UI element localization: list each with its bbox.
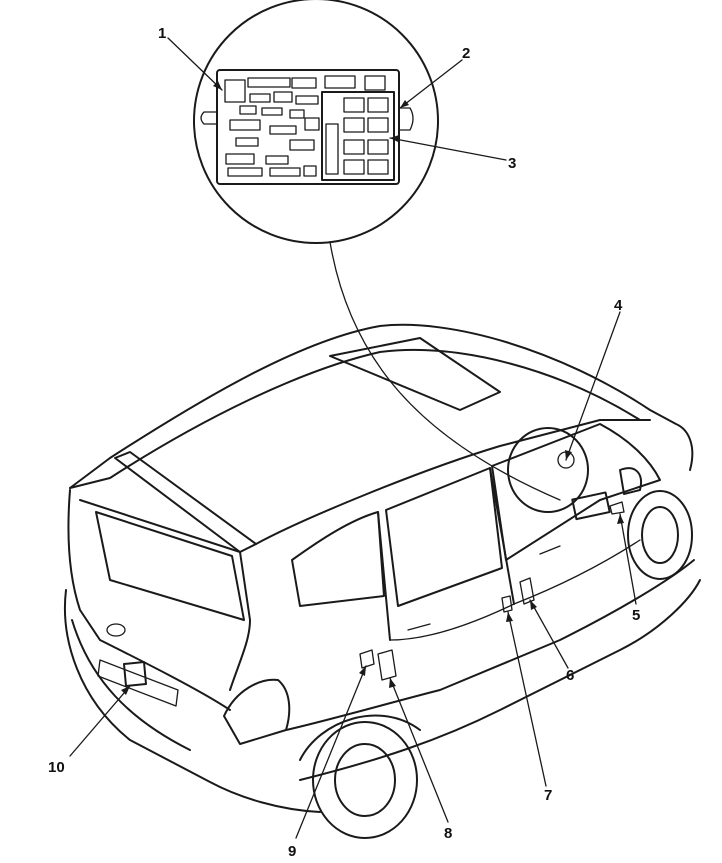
rear-side-window bbox=[291, 511, 385, 607]
callout-8: 8 bbox=[444, 825, 452, 842]
car-body bbox=[64, 323, 701, 839]
callout-labels: 1 2 3 4 5 6 7 8 9 10 bbox=[48, 25, 640, 860]
steering-wheel bbox=[507, 427, 589, 513]
front-wheel bbox=[627, 490, 693, 580]
magnifier-circle bbox=[193, 0, 439, 244]
callout-4: 4 bbox=[614, 297, 623, 314]
callout-9: 9 bbox=[288, 843, 296, 860]
rear-wheel bbox=[312, 721, 418, 839]
callout-6: 6 bbox=[566, 667, 574, 684]
callout-1: 1 bbox=[158, 25, 166, 42]
callout-2: 2 bbox=[462, 45, 470, 62]
middle-side-window bbox=[385, 467, 503, 607]
detail-magnifier bbox=[167, 0, 561, 501]
callout-5: 5 bbox=[632, 607, 640, 624]
callout-7: 7 bbox=[544, 787, 552, 804]
fuse-relay-box bbox=[200, 69, 414, 185]
tail-light bbox=[223, 678, 291, 745]
callout-10: 10 bbox=[48, 759, 65, 776]
callout-leaders bbox=[69, 311, 637, 839]
components bbox=[123, 491, 625, 687]
callout-3: 3 bbox=[508, 155, 516, 172]
car-roof bbox=[69, 323, 694, 489]
sunroof bbox=[329, 337, 501, 411]
rear-hatch bbox=[67, 489, 231, 711]
